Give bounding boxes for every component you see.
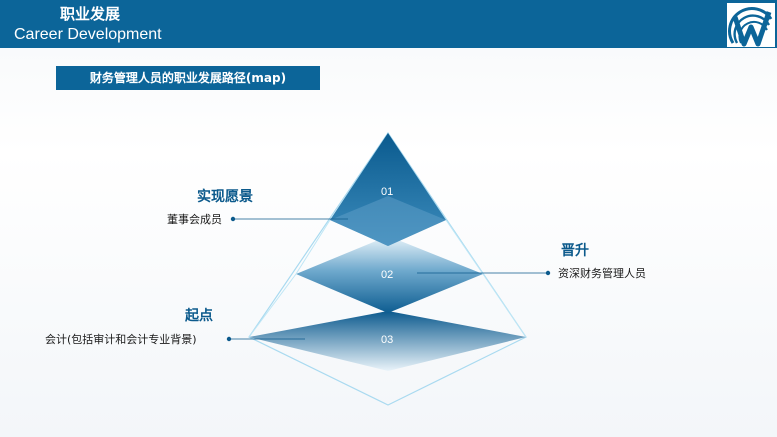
level-description-01: 董事会成员 — [167, 213, 222, 226]
w-logo-icon — [727, 3, 775, 47]
page-title: 职业发展 — [60, 5, 121, 23]
level-description-02: 资深财务管理人员 — [558, 267, 646, 280]
tier-number-03: 03 — [381, 334, 394, 346]
header-bar: 职业发展 Career Development — [0, 0, 777, 48]
leader-dot-02 — [545, 270, 551, 276]
level-heading-02: 晋升 — [561, 243, 589, 259]
pyramid-tier-03 — [249, 311, 526, 371]
page-subtitle: Career Development — [14, 26, 162, 43]
section-title-bar: 财务管理人员的职业发展路径(map) — [56, 66, 320, 90]
leader-dot-03 — [226, 336, 232, 342]
leader-dot-01 — [230, 216, 236, 222]
tier-number-02: 02 — [381, 269, 394, 281]
level-description-03: 会计(包括审计和会计专业背景) — [45, 333, 197, 346]
section-title: 财务管理人员的职业发展路径(map) — [89, 71, 287, 85]
level-heading-01: 实现愿景 — [197, 189, 253, 205]
pyramid-tier-02 — [296, 236, 483, 313]
tier-number-01: 01 — [381, 186, 394, 198]
pyramid-tier-01-facet — [330, 196, 446, 246]
level-heading-03: 起点 — [185, 308, 213, 324]
